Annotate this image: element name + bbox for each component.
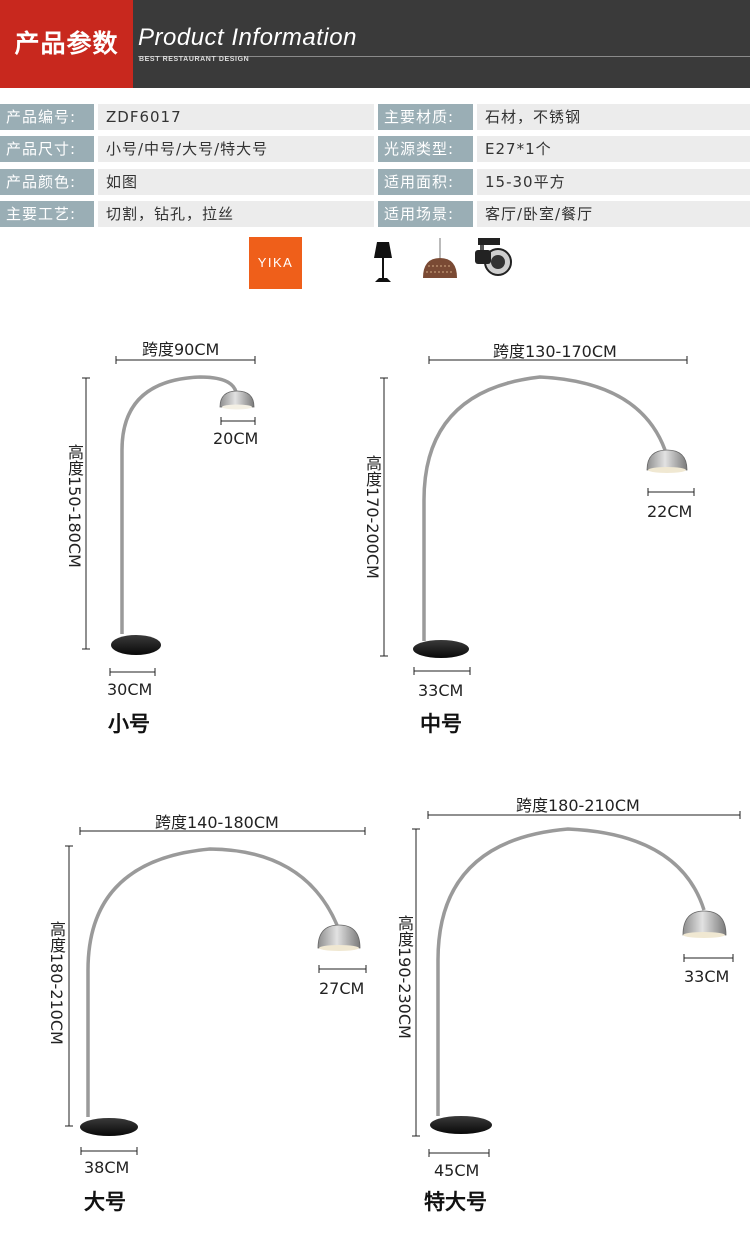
- lamp-xlarge-drawing: [430, 827, 727, 1134]
- page-header: 产品参数 Product Information BEST RESTAURANT…: [0, 0, 750, 88]
- shade-width-label: 20CM: [213, 429, 259, 448]
- spec-value: 石材，不锈钢: [477, 104, 750, 130]
- shade-width-label: 22CM: [647, 502, 693, 521]
- lamp-medium-drawing: [413, 375, 688, 658]
- spec-row: 主要工艺: 切割，钻孔，拉丝 适用场景: 客厅/卧室/餐厅: [0, 201, 750, 227]
- size-name: 小号: [108, 712, 150, 736]
- spec-value: 客厅/卧室/餐厅: [477, 201, 750, 227]
- spec-value: 小号/中号/大号/特大号: [98, 136, 374, 162]
- span-label: 跨度90CM: [142, 340, 220, 359]
- brand-logo: YIKA: [249, 237, 302, 289]
- base-width-label: 45CM: [434, 1161, 480, 1180]
- height-label: 高度150-180CM: [65, 444, 84, 568]
- spec-value: ZDF6017: [98, 104, 374, 130]
- height-label: 高度180-210CM: [47, 921, 66, 1045]
- lamp-large-drawing: [80, 847, 361, 1136]
- spec-label: 光源类型:: [378, 136, 473, 162]
- base-width-label: 30CM: [107, 680, 153, 699]
- spec-value: 如图: [98, 169, 374, 195]
- lamp-small-drawing: [111, 375, 255, 655]
- spotlight-icon: [475, 238, 512, 276]
- table-lamp-icon: [374, 242, 392, 282]
- span-label: 跨度180-210CM: [516, 796, 640, 815]
- base-width-label: 38CM: [84, 1158, 130, 1177]
- height-label: 高度170-200CM: [363, 455, 382, 579]
- span-label: 跨度140-180CM: [155, 813, 279, 832]
- spec-label: 适用面积:: [378, 169, 473, 195]
- height-label: 高度190-230CM: [395, 915, 414, 1039]
- category-icons: [374, 238, 512, 282]
- header-title-cn: 产品参数: [0, 0, 133, 88]
- dimension-lines: [65, 356, 741, 1157]
- size-name: 大号: [84, 1190, 126, 1214]
- spec-value: 切割，钻孔，拉丝: [98, 201, 374, 227]
- spec-label: 产品尺寸:: [0, 136, 94, 162]
- spec-label: 主要工艺:: [0, 201, 94, 227]
- header-title-en: Product Information: [138, 24, 357, 51]
- size-name: 特大号: [424, 1190, 487, 1214]
- lamp-dimension-drawings: [65, 356, 741, 1157]
- spec-label: 产品编号:: [0, 104, 94, 130]
- spec-value: 15-30平方: [477, 169, 750, 195]
- spec-value: E27*1个: [477, 136, 750, 162]
- spec-row: 产品颜色: 如图 适用面积: 15-30平方: [0, 169, 750, 195]
- spec-row: 产品尺寸: 小号/中号/大号/特大号 光源类型: E27*1个: [0, 136, 750, 162]
- spec-row: 产品编号: ZDF6017 主要材质: 石材，不锈钢: [0, 104, 750, 130]
- size-name: 中号: [420, 712, 462, 736]
- header-subtitle: BEST RESTAURANT DESIGN: [139, 56, 250, 63]
- spec-label: 适用场景:: [378, 201, 473, 227]
- shade-width-label: 27CM: [319, 979, 365, 998]
- header-divider: [138, 56, 750, 57]
- span-label: 跨度130-170CM: [493, 342, 617, 361]
- spec-label: 产品颜色:: [0, 169, 94, 195]
- base-width-label: 33CM: [418, 681, 464, 700]
- pendant-lamp-icon: [423, 238, 457, 278]
- shade-width-label: 33CM: [684, 967, 730, 986]
- spec-label: 主要材质:: [378, 104, 473, 130]
